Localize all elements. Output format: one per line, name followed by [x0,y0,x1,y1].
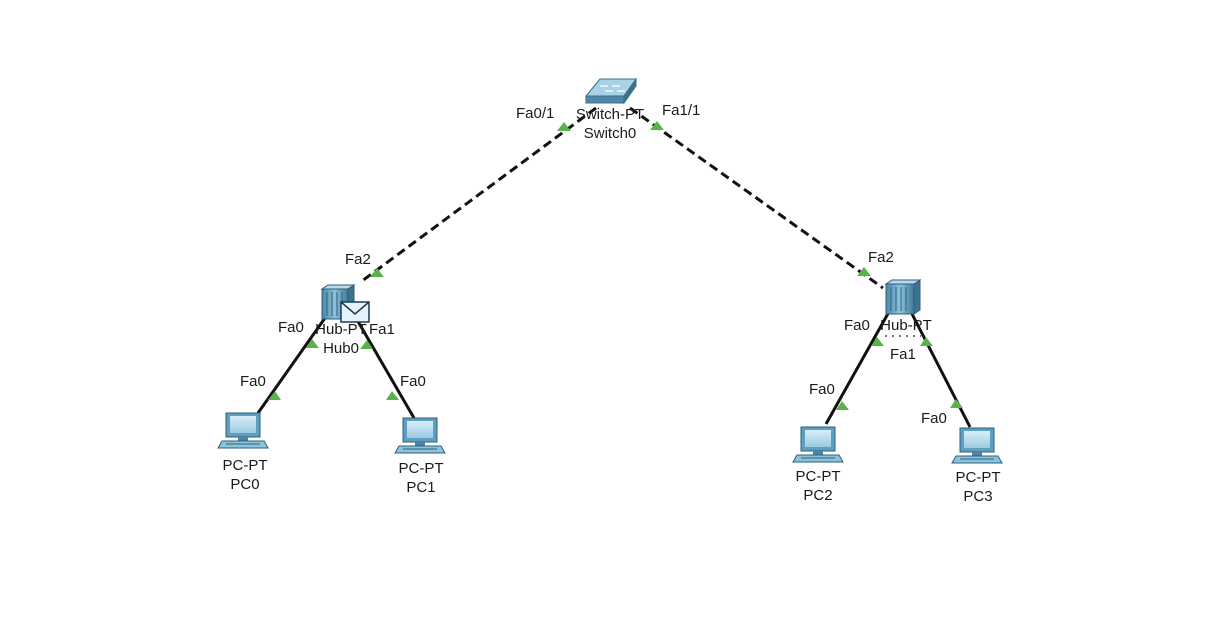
pc0-caption: PC-PT PC0 [200,456,290,494]
pc1-model: PC-PT [398,460,444,477]
port-up-icon [650,121,664,130]
port-up-icon [557,122,571,131]
pc-icon[interactable] [951,427,1003,464]
hub0-model: Hub-PT [315,321,367,338]
port-label-pc2-fa0: Fa0 [809,381,835,398]
switch0-name: Switch0 [583,125,637,142]
switch0-caption: Switch-PT Switch0 [565,105,655,143]
port-label-pc1-fa0: Fa0 [400,373,426,390]
port-label-hub0-fa2: Fa2 [345,251,371,268]
port-label-hub0-fa0: Fa0 [278,319,304,336]
hub0-name: Hub0 [323,340,359,357]
pdu-envelope-icon[interactable] [340,301,370,323]
pc1-name: PC1 [406,479,436,496]
pc0-model: PC-PT [222,457,268,474]
pc-icon[interactable] [792,426,844,463]
link-hub0-pc1[interactable] [354,317,416,419]
pc2-name: PC2 [803,487,833,504]
port-up-icon [920,337,933,346]
link-hub0-pc0[interactable] [256,317,327,414]
hub0-caption: Hub-PT Hub0 [296,320,386,358]
port-up-icon [836,401,849,410]
pc-icon[interactable] [217,412,269,449]
hub1-caption: Hub-PT [861,316,951,335]
port-label-pc0-fa0: Fa0 [240,373,266,390]
port-up-icon [306,339,319,348]
port-up-icon [370,268,384,277]
port-label-hub1-fa0: Fa0 [844,317,870,334]
port-label-sw-fa1-1: Fa1/1 [662,102,701,119]
port-up-icon [268,391,281,400]
port-label-hub1-fa2: Fa2 [868,249,894,266]
link-switch0-hub1[interactable] [629,106,884,290]
port-label-pc3-fa0: Fa0 [921,410,947,427]
pc1-caption: PC-PT PC1 [376,459,466,497]
switch0-model: Switch-PT [575,106,645,123]
link-hub1-pc2[interactable] [824,309,892,425]
port-label-hub1-fa1: Fa1 [890,346,916,363]
pc3-model: PC-PT [955,469,1001,486]
port-up-icon [950,399,963,408]
pc0-name: PC0 [230,476,260,493]
port-status-group [268,121,963,410]
port-up-icon [360,340,373,349]
port-up-icon [871,337,884,346]
hub-icon[interactable] [884,279,922,315]
switch-icon[interactable] [584,77,637,105]
port-up-icon [857,267,871,276]
pc2-caption: PC-PT PC2 [773,467,863,505]
pc-icon[interactable] [394,417,446,454]
port-label-hub0-fa1: Fa1 [369,321,395,338]
pc3-caption: PC-PT PC3 [933,468,1023,506]
hub1-model: Hub-PT [880,317,932,334]
port-label-sw-fa0-1: Fa0/1 [516,105,555,122]
pc2-model: PC-PT [795,468,841,485]
link-switch0-hub0[interactable] [361,106,597,283]
port-up-icon [386,391,399,400]
pc3-name: PC3 [963,488,993,505]
